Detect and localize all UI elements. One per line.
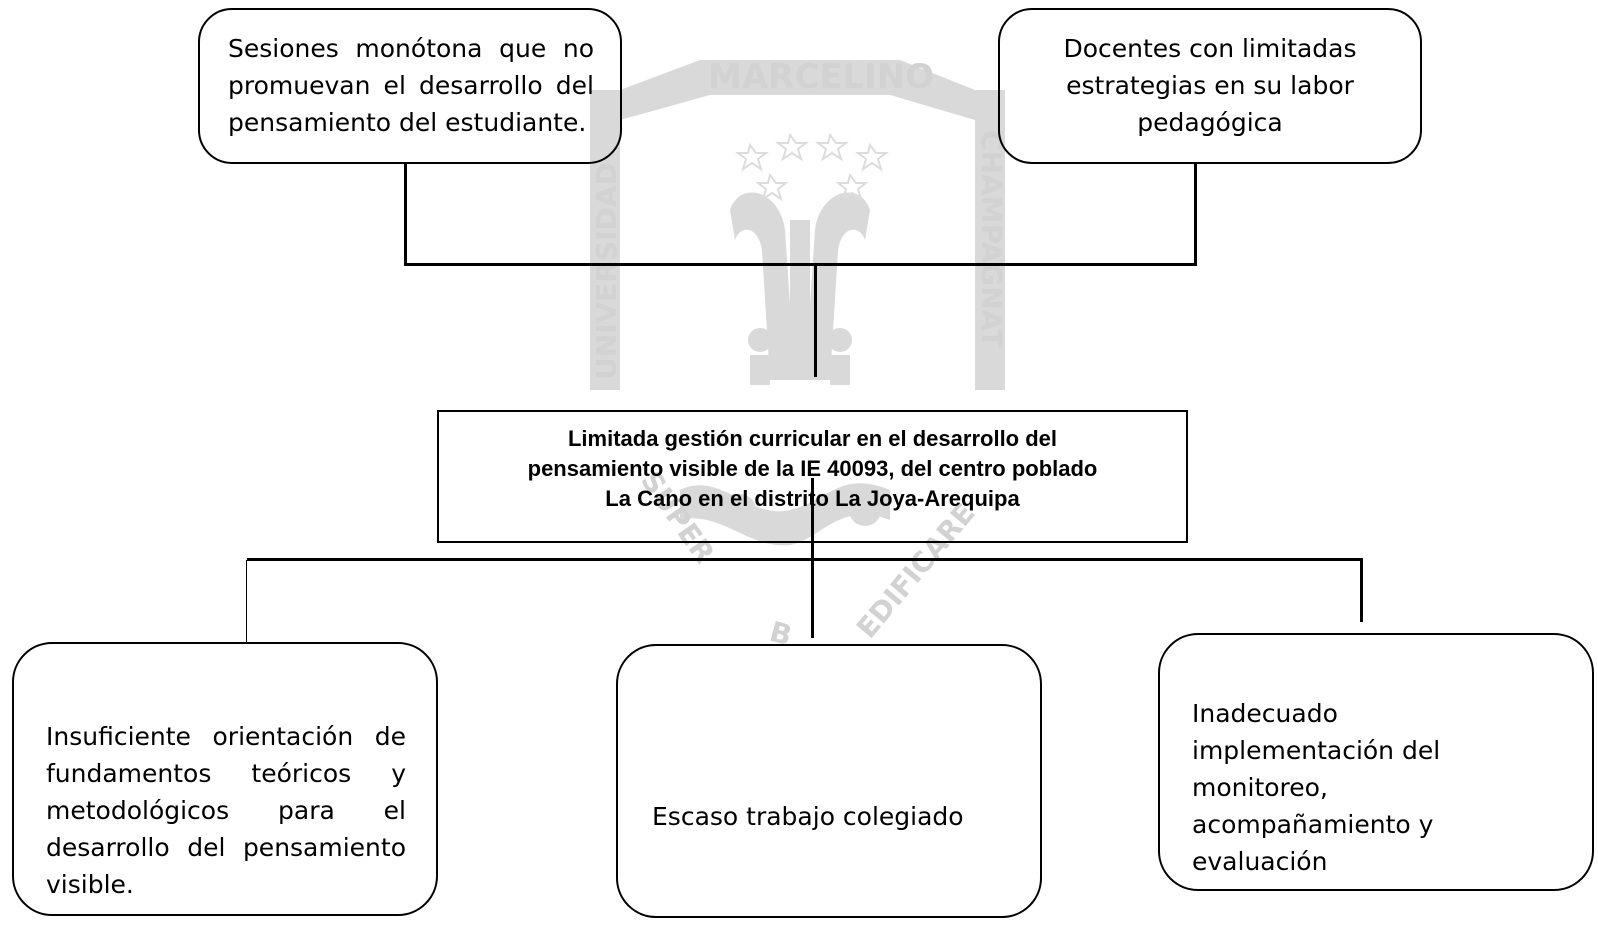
connector-top-horizontal (404, 263, 1197, 266)
effect-box-middle (616, 644, 1042, 918)
effect-text-middle: Escaso trabajo colegiado (652, 802, 964, 831)
connector-bottom-left-vertical (246, 560, 247, 644)
watermark-top-text: MARCELINO (708, 57, 934, 97)
effect-box-right (1158, 633, 1594, 891)
connector-bottom-horizontal (247, 558, 1363, 561)
effect-text-left: Insuficiente orientación de fundamentos … (46, 722, 406, 899)
connector-top-right-vertical (1194, 162, 1197, 266)
central-problem-line-1: Limitada gestión curricular en el desarr… (567, 426, 1058, 451)
watermark-right-text: CHAMPAGNAT (975, 130, 1008, 348)
cause-text-top-left: Sesiones monótona que no promuevan el de… (228, 34, 594, 137)
central-problem-line-2: pensamiento visible de la IE 40093, del … (527, 456, 1098, 481)
effect-text-right: Inadecuado implementación del monitoreo,… (1192, 699, 1441, 876)
connector-bottom-right-vertical (1360, 560, 1363, 622)
cause-box-top-left (198, 8, 622, 164)
effect-box-left (12, 642, 438, 916)
connector-top-to-center (814, 263, 817, 377)
connector-top-left-vertical (404, 162, 407, 266)
cause-box-top-right (998, 8, 1422, 164)
cause-text-top-right: Docentes con limitadas estrategias en su… (1063, 34, 1357, 137)
watermark-left-text: UNIVERSIDAD (590, 162, 623, 380)
